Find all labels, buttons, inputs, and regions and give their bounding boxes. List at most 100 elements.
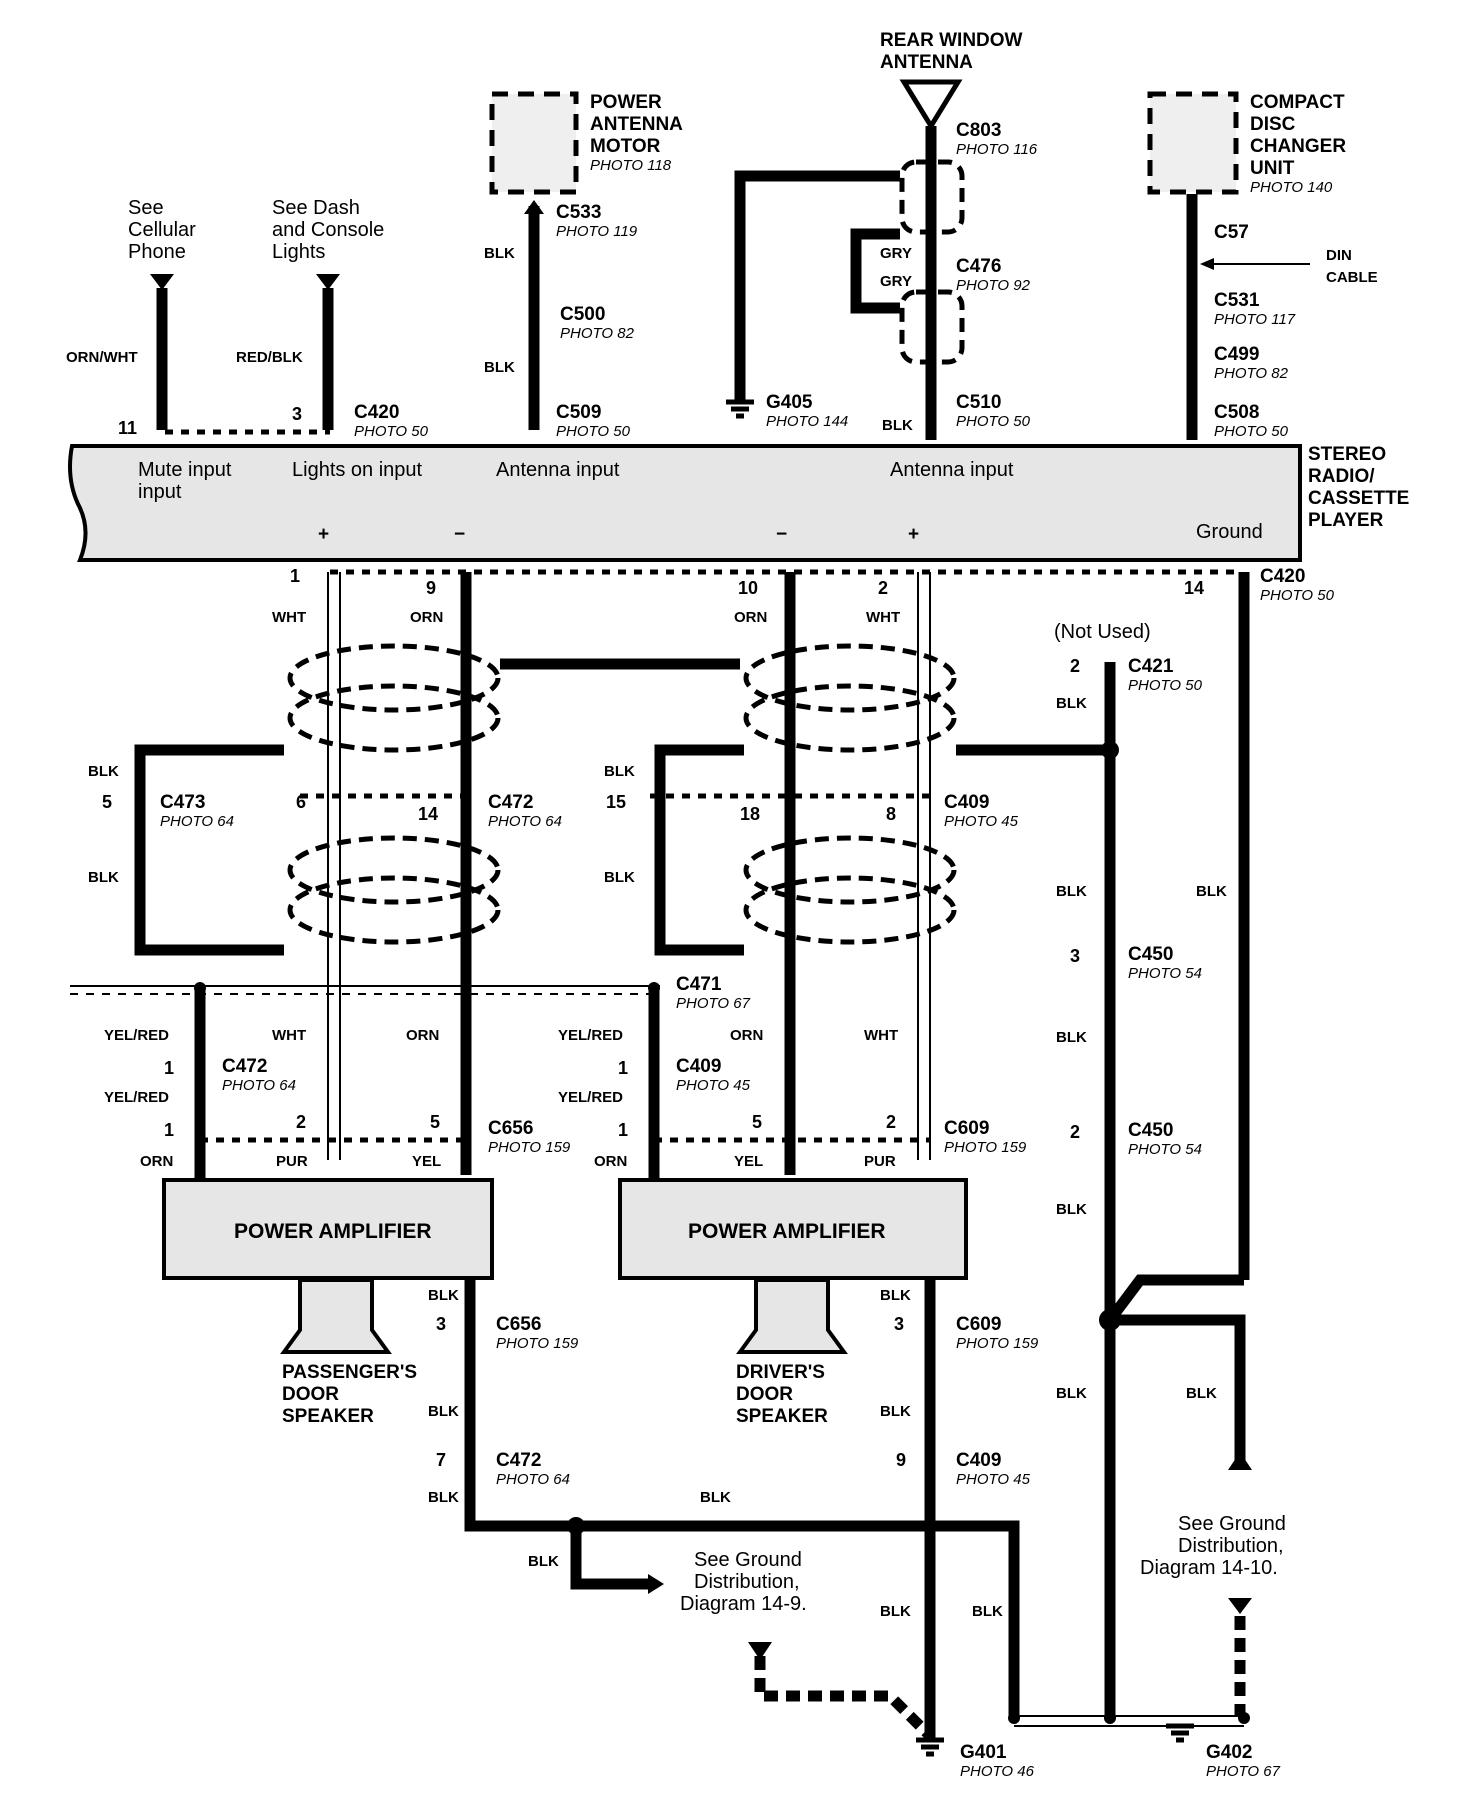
- svg-text:C509: C509: [556, 402, 601, 423]
- svg-text:GRY: GRY: [880, 245, 912, 262]
- svg-text:3: 3: [436, 1314, 446, 1334]
- svg-text:BLK: BLK: [428, 1287, 459, 1304]
- svg-text:Diagram 14-9.: Diagram 14-9.: [680, 1593, 807, 1615]
- svg-text:Distribution,: Distribution,: [694, 1571, 800, 1593]
- svg-text:CASSETTE: CASSETTE: [1308, 488, 1409, 509]
- svg-text:ORN: ORN: [734, 609, 767, 626]
- svg-text:11: 11: [118, 418, 137, 438]
- svg-text:C656: C656: [488, 1118, 533, 1139]
- svg-text:DIN: DIN: [1326, 247, 1352, 264]
- lights-on-input-label: Lights on input: [292, 459, 423, 481]
- driver-wires: ORN WHT BLK 15 BLK 18 8 C409 PHOTO 45: [604, 572, 1110, 1175]
- svg-text:C499: C499: [1214, 344, 1259, 365]
- driver-amp-feed: YEL/RED 1 C409 PHOTO 45 YEL/RED 1 ORN WH…: [558, 988, 1027, 1180]
- svg-text:BLK: BLK: [1056, 883, 1087, 900]
- svg-text:DOOR: DOOR: [282, 1384, 339, 1405]
- svg-text:−: −: [776, 524, 787, 545]
- svg-text:Distribution,: Distribution,: [1178, 1535, 1284, 1557]
- svg-text:PHOTO 82: PHOTO 82: [1214, 365, 1289, 382]
- svg-text:10: 10: [738, 578, 758, 598]
- svg-text:C476: C476: [956, 256, 1001, 277]
- svg-text:See Dash: See Dash: [272, 197, 360, 219]
- svg-text:CABLE: CABLE: [1326, 269, 1378, 286]
- svg-text:ANTENNA: ANTENNA: [590, 114, 683, 135]
- svg-text:PHOTO 54: PHOTO 54: [1128, 1141, 1202, 1158]
- svg-text:PHOTO 45: PHOTO 45: [956, 1471, 1031, 1488]
- svg-text:POWER: POWER: [590, 92, 662, 113]
- svg-text:Phone: Phone: [128, 241, 186, 263]
- svg-text:PHOTO 64: PHOTO 64: [496, 1471, 570, 1488]
- svg-text:CHANGER: CHANGER: [1250, 136, 1346, 157]
- svg-text:input: input: [138, 481, 182, 503]
- svg-text:BLK: BLK: [880, 1603, 911, 1620]
- svg-text:PHOTO 50: PHOTO 50: [1128, 677, 1203, 694]
- driver-power-amplifier: POWER AMPLIFIER DRIVER'S DOOR SPEAKER: [618, 1178, 968, 1427]
- svg-text:PHOTO 50: PHOTO 50: [354, 423, 429, 440]
- svg-text:C421: C421: [1128, 656, 1174, 677]
- svg-text:C500: C500: [560, 304, 605, 325]
- svg-text:PHOTO 92: PHOTO 92: [956, 277, 1031, 294]
- svg-text:REAR WINDOW: REAR WINDOW: [880, 30, 1023, 51]
- rear-window-antenna: REAR WINDOW ANTENNA C803 PHOTO 116 GRY G…: [850, 30, 1038, 440]
- svg-text:SPEAKER: SPEAKER: [282, 1406, 374, 1427]
- svg-text:C472: C472: [222, 1056, 267, 1077]
- svg-text:PHOTO 64: PHOTO 64: [222, 1077, 296, 1094]
- svg-text:PHOTO 119: PHOTO 119: [556, 223, 638, 240]
- svg-text:5: 5: [752, 1112, 762, 1132]
- ground-bus-bottom: G401 PHOTO 46 G402 PHOTO 67: [916, 1320, 1281, 1780]
- svg-text:WHT: WHT: [272, 1027, 306, 1044]
- svg-text:BLK: BLK: [88, 763, 119, 780]
- svg-text:BLK: BLK: [428, 1489, 459, 1506]
- svg-text:BLK: BLK: [1056, 1201, 1087, 1218]
- svg-text:C510: C510: [956, 392, 1001, 413]
- svg-text:2: 2: [878, 578, 888, 598]
- svg-text:C57: C57: [1214, 222, 1249, 243]
- svg-text:1: 1: [164, 1058, 174, 1078]
- svg-text:C609: C609: [956, 1314, 1001, 1335]
- svg-text:(Not Used): (Not Used): [1054, 621, 1151, 643]
- svg-text:C420: C420: [354, 402, 399, 423]
- stereo-radio-cassette-player: Mute input input Lights on input Antenna…: [68, 444, 1409, 562]
- svg-text:BLK: BLK: [880, 1287, 911, 1304]
- svg-text:RED/BLK: RED/BLK: [236, 349, 303, 366]
- svg-text:+: +: [908, 524, 919, 545]
- svg-text:WHT: WHT: [866, 609, 900, 626]
- svg-text:C803: C803: [956, 120, 1001, 141]
- svg-text:−: −: [454, 524, 465, 545]
- svg-text:1: 1: [164, 1120, 174, 1140]
- ground-g405: G405 PHOTO 144: [726, 170, 900, 430]
- svg-text:C409: C409: [944, 792, 989, 813]
- svg-text:PHOTO 159: PHOTO 159: [496, 1335, 579, 1352]
- passenger-amp-feed: YEL/RED 1 C472 PHOTO 64 YEL/RED 1 WHT OR…: [104, 988, 571, 1180]
- svg-text:C508: C508: [1214, 402, 1259, 423]
- passenger-power-amplifier: POWER AMPLIFIER PASSENGER'S DOOR SPEAKER: [162, 1178, 494, 1427]
- svg-text:PUR: PUR: [276, 1153, 308, 1170]
- svg-text:5: 5: [102, 792, 112, 812]
- passenger-wires: WHT ORN BLK 5 C473 PHOTO 64 BLK 6 14 C47…: [88, 572, 562, 1175]
- svg-text:ORN: ORN: [730, 1027, 763, 1044]
- svg-text:PHOTO 46: PHOTO 46: [960, 1763, 1035, 1780]
- svg-text:STEREO: STEREO: [1308, 444, 1386, 465]
- svg-text:C450: C450: [1128, 1120, 1173, 1141]
- svg-text:C472: C472: [496, 1450, 541, 1471]
- svg-text:BLK: BLK: [1056, 1385, 1087, 1402]
- svg-text:PASSENGER'S: PASSENGER'S: [282, 1362, 417, 1383]
- svg-text:WHT: WHT: [272, 609, 306, 626]
- svg-text:2: 2: [886, 1112, 896, 1132]
- svg-text:BLK: BLK: [1196, 883, 1227, 900]
- svg-text:BLK: BLK: [700, 1489, 731, 1506]
- svg-text:Cellular: Cellular: [128, 219, 196, 241]
- svg-text:+: +: [318, 524, 329, 545]
- svg-text:YEL: YEL: [412, 1153, 441, 1170]
- passenger-amp-ground: BLK 3 C656 PHOTO 159 BLK 7 C472 PHOTO 64…: [428, 1278, 920, 1615]
- svg-text:PHOTO 45: PHOTO 45: [944, 813, 1019, 830]
- svg-text:ORN/WHT: ORN/WHT: [66, 349, 138, 366]
- antenna-input-label-2: Antenna input: [890, 459, 1014, 481]
- svg-text:G401: G401: [960, 1742, 1007, 1763]
- svg-text:G405: G405: [766, 392, 813, 413]
- svg-text:Lights: Lights: [272, 241, 325, 263]
- svg-text:BLK: BLK: [1056, 1029, 1087, 1046]
- svg-text:YEL: YEL: [734, 1153, 763, 1170]
- svg-text:PHOTO 45: PHOTO 45: [676, 1077, 751, 1094]
